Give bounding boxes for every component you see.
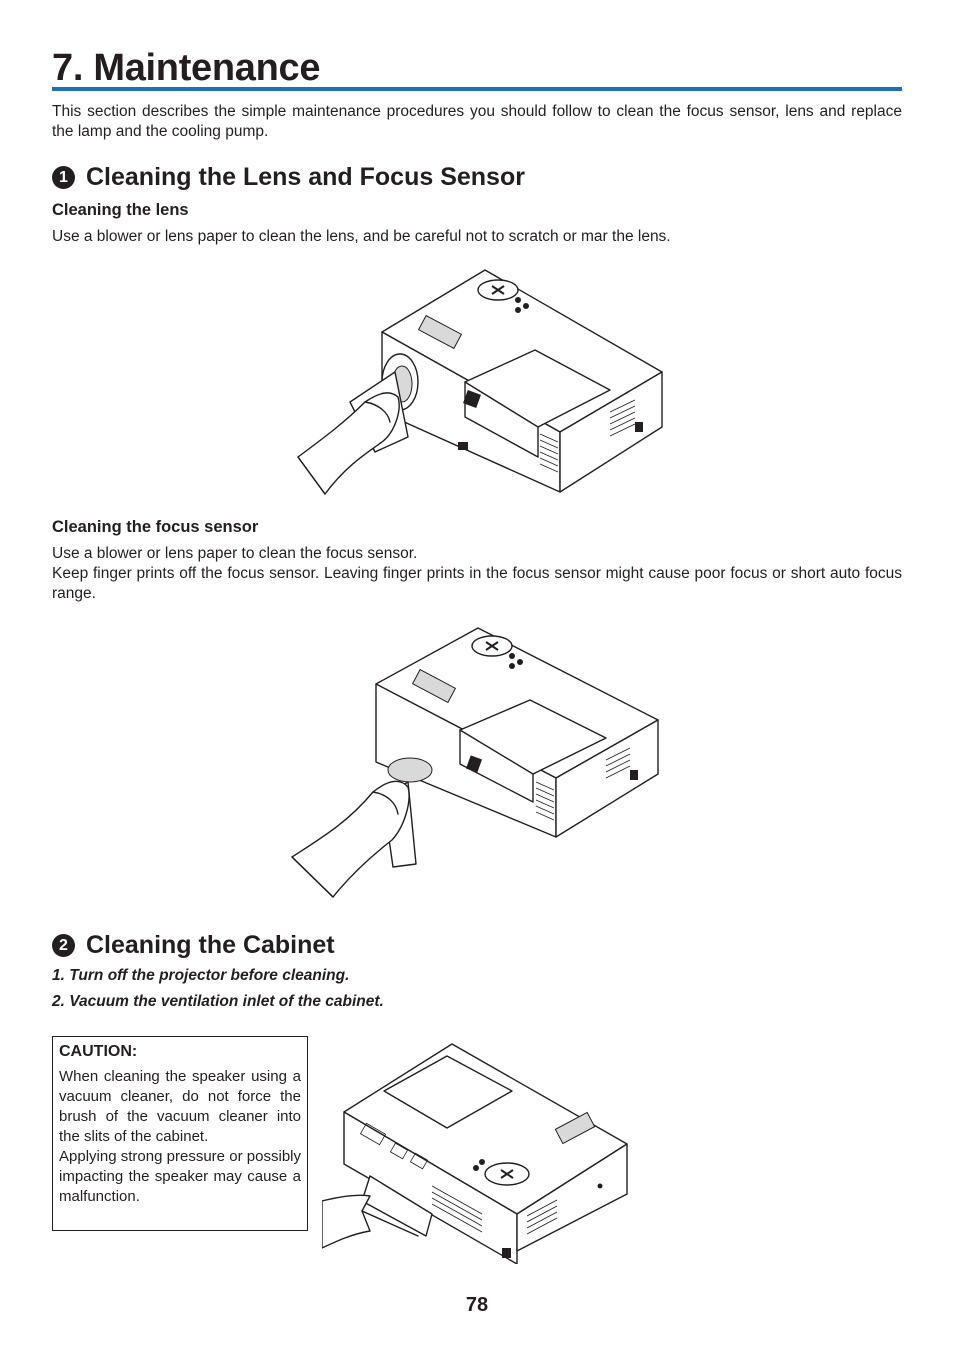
- section-number-badge: 1: [52, 165, 75, 189]
- projector-focus-sensor-cleaning-illustration: [291, 627, 659, 898]
- caution-text-1: When cleaning the speaker using a vacuum…: [59, 1068, 301, 1145]
- projector-cabinet-vacuum-illustration: [322, 1043, 628, 1264]
- projector-lens-cleaning-illustration: [297, 269, 663, 495]
- section-heading-cabinet: 2 Cleaning the Cabinet: [52, 929, 335, 961]
- section-heading-text: Cleaning the Cabinet: [86, 931, 335, 959]
- step-2: 2. Vacuum the ventilation inlet of the c…: [52, 993, 384, 1010]
- focus-sensor-instructions-1: Use a blower or lens paper to clean the …: [52, 545, 418, 562]
- title-rule: [52, 87, 902, 91]
- section-heading-text: Cleaning the Lens and Focus Sensor: [86, 163, 525, 191]
- intro-paragraph: This section describes the simple mainte…: [52, 103, 902, 140]
- section-heading-lens-focus: 1 Cleaning the Lens and Focus Sensor: [52, 161, 525, 193]
- page-title: 7. Maintenance: [52, 47, 321, 89]
- caution-title: CAUTION:: [59, 1043, 138, 1060]
- step-1: 1. Turn off the projector before cleanin…: [52, 967, 350, 984]
- lens-instructions: Use a blower or lens paper to clean the …: [52, 228, 671, 245]
- focus-sensor-instructions-2: Keep finger prints off the focus sensor.…: [52, 565, 902, 602]
- page-number: 78: [465, 1294, 489, 1316]
- caution-box: CAUTION: When cleaning the speaker using…: [52, 1036, 308, 1231]
- section-number-badge: 2: [52, 933, 75, 957]
- sub-heading-cleaning-lens: Cleaning the lens: [52, 201, 189, 219]
- sub-heading-cleaning-focus-sensor: Cleaning the focus sensor: [52, 518, 259, 536]
- caution-text-2: Applying strong pressure or possibly imp…: [59, 1148, 301, 1205]
